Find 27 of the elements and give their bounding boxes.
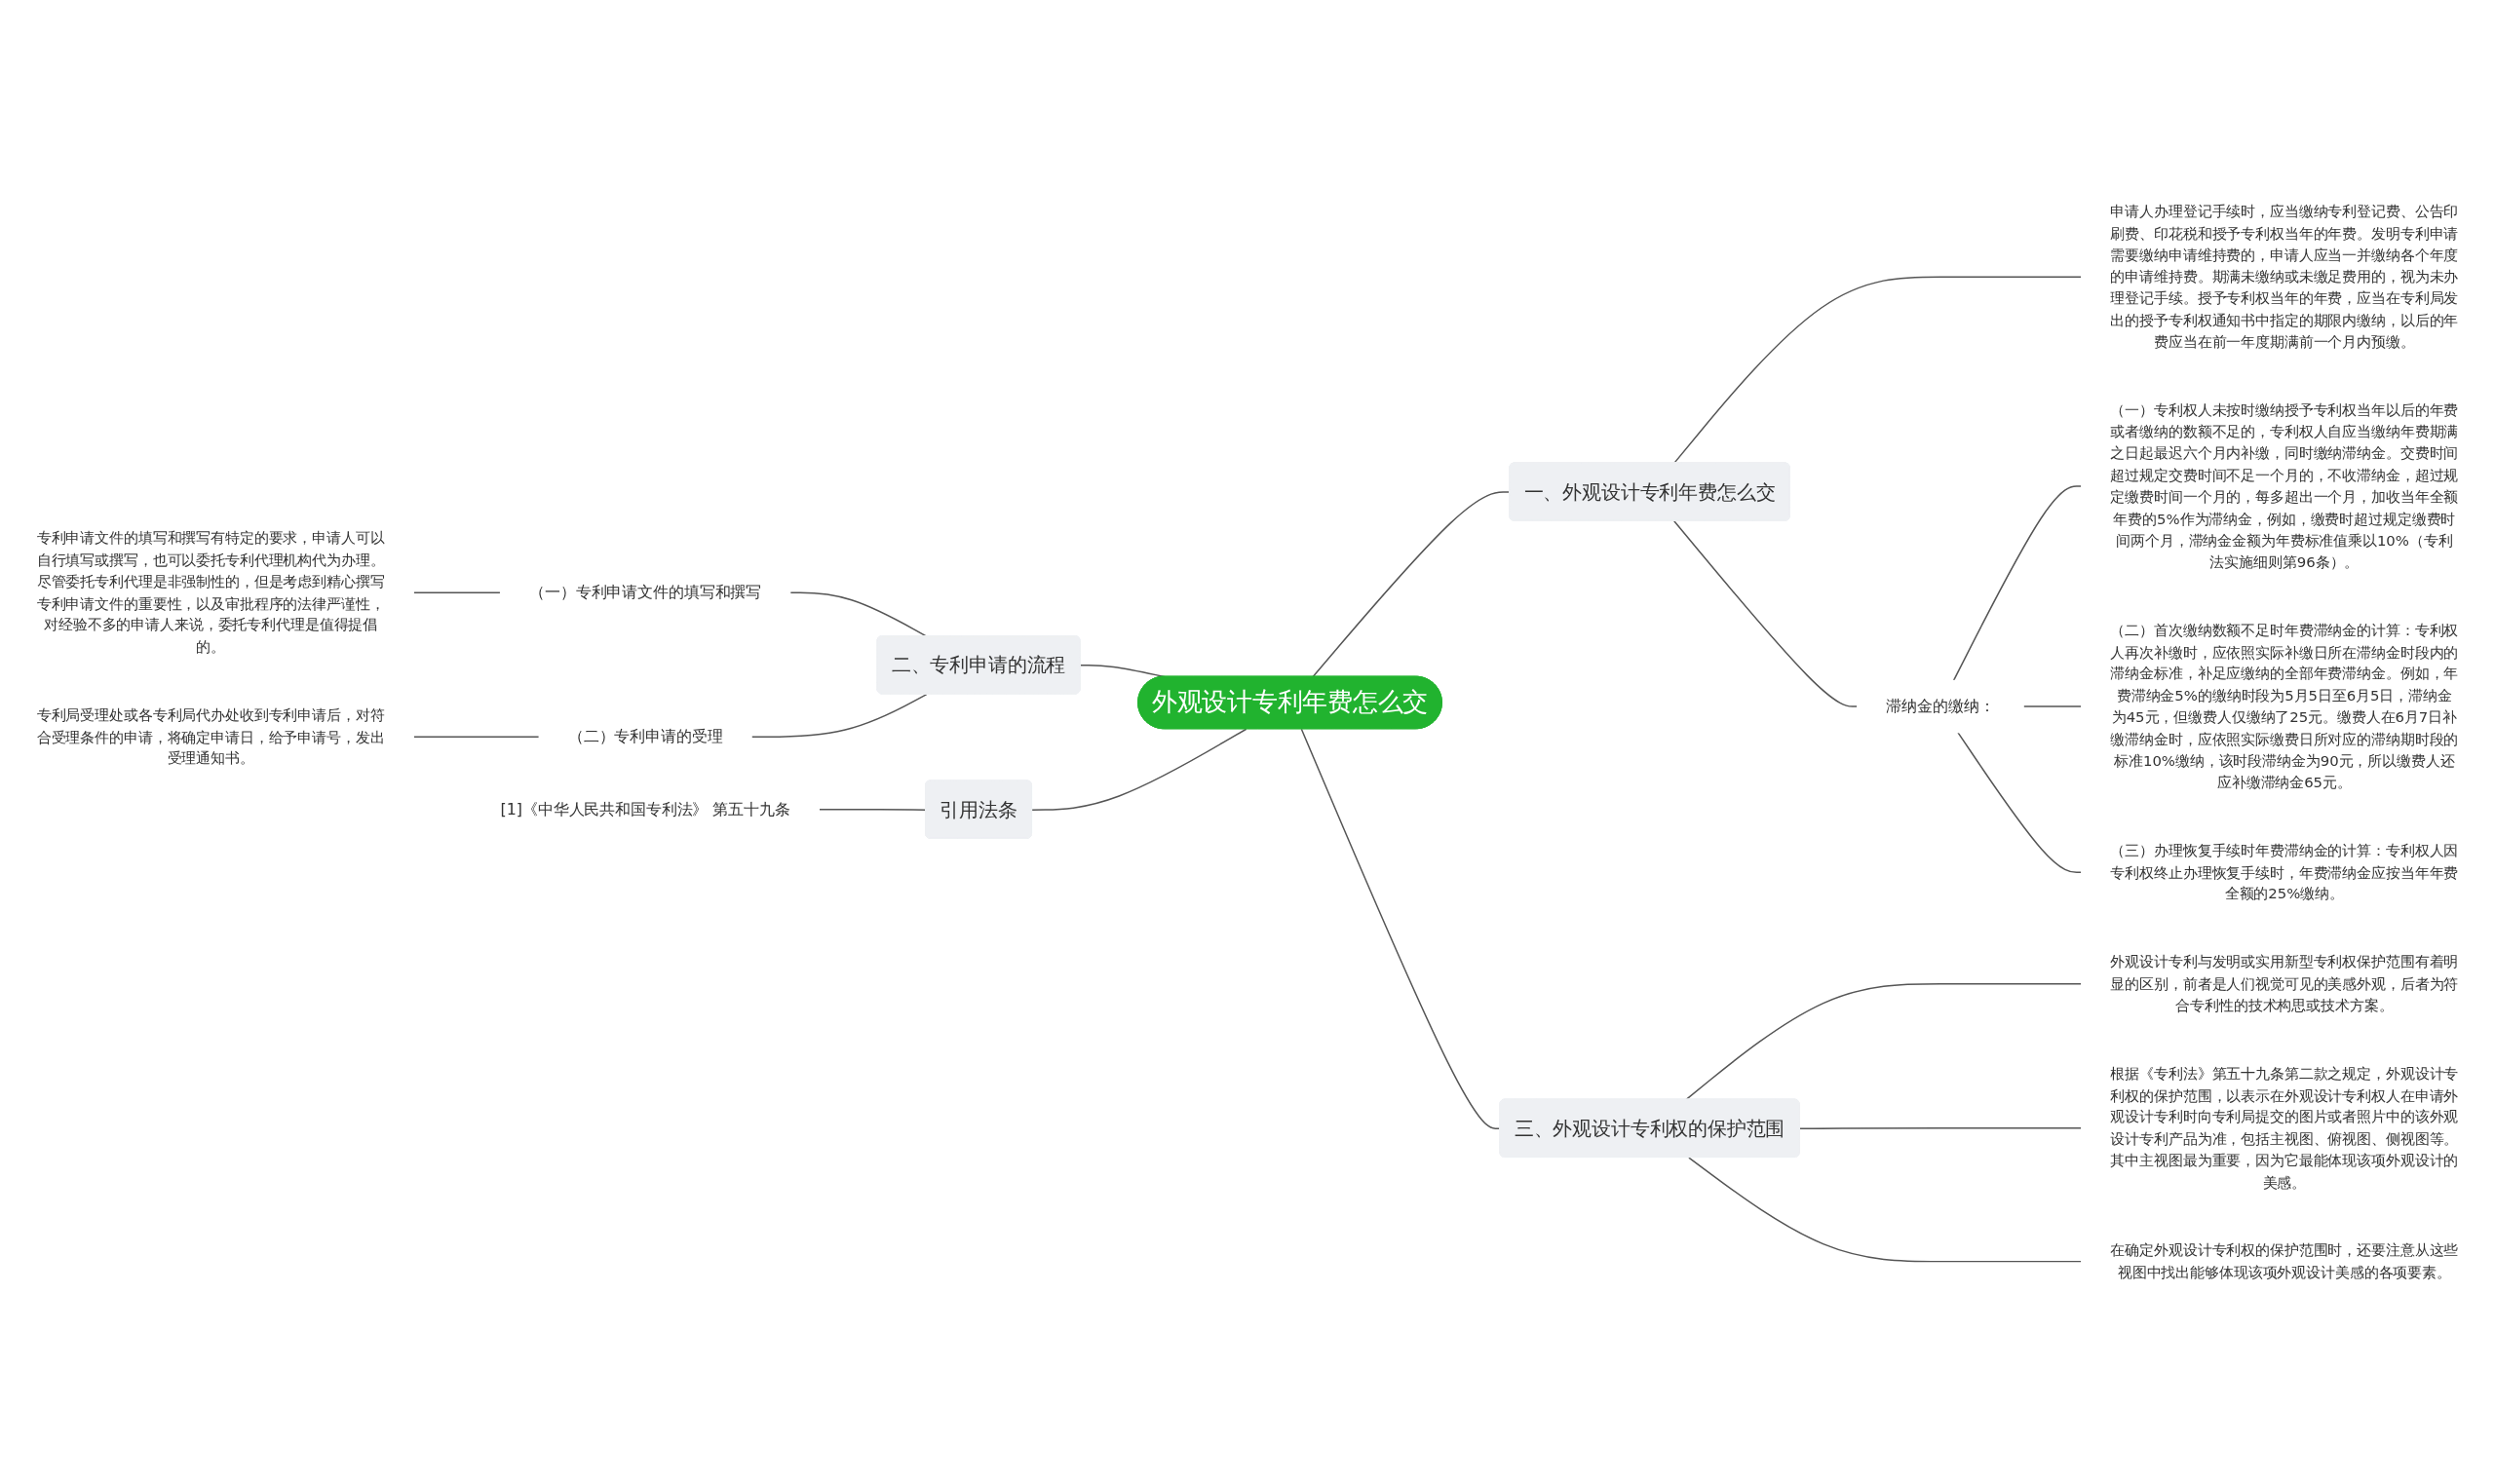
- node-text: 在确定外观设计专利权的保护范围时，还要注意从这些视图中找出能够体现该项外观设计美感的各项要素。: [2110, 1241, 2459, 1281]
- node-text: （一）专利申请文件的填写和撰写: [529, 583, 762, 602]
- connector: [1031, 728, 1248, 811]
- connector: [1798, 1127, 2083, 1130]
- node-text: 外观设计专利与发明或实用新型专利权保护范围有着明显的区别，前者是人们视觉可见的美感外观，后者为符合专利性的技术构思或技术方案。: [2110, 953, 2459, 1014]
- connector: [1673, 520, 1859, 707]
- node-text: 专利局受理处或各专利局代办处收到专利申请后，对符合受理条件的申请，将确定申请日，给予申请号，发出受理通知书。: [36, 705, 385, 768]
- node-text: [1]《中华人民共和国专利法》 第五十九条: [500, 799, 790, 818]
- connector: [750, 693, 928, 739]
- connector: [1312, 491, 1511, 678]
- node-text: 专利申请文件的填写和撰写有特定的要求，申请人可以自行填写或撰写，也可以委托专利代理机构代为办理。尽管委托专利代理是非强制性的，但是考虑到精心撰写专利申请文件的重要性，以及审批程序的法律严谨性，对经验不多的申请人来说，委托专利代理是值得提倡的。: [36, 529, 385, 656]
- connector: [818, 808, 927, 811]
- node-text: 申请人办理登记手续时，应当缴纳专利登记费、公告印刷费、印花税和授予专利权当年的年费。发明专利申请需要缴纳申请维持费的，申请人应当一并缴纳各个年度的申请维持费。期满未缴纳或未缴足费用的，视为未办理登记手续。授予专利权当年的年费，应当在专利局发出的授予专利权通知书中指定的期限内缴纳，以后的年费应当在前一年度期满前一个月内预缴。: [2110, 203, 2459, 351]
- node-text: （二）首次缴纳数额不足时年费滞纳金的计算：专利权人再次补缴时，应依照实际补缴日所在滞纳金时段内的滞纳金标准，补足应缴纳的全部年费滞纳金。例如，年费滞纳金5%的缴纳时段为5月5日至6月5日，滞纳金为45元，但缴费人仅缴纳了25元。缴费人在6月7日补缴滞纳金时，应依照实际缴费日所对应的滞纳期时段的标准10%缴纳，该时段滞纳金为90元，所以缴费人还应补缴滞纳金65元。: [2110, 621, 2459, 791]
- connector: [412, 591, 502, 594]
- connector: [1957, 732, 2083, 874]
- connector: [789, 591, 928, 637]
- node-text: （三）办理恢复手续时年费滞纳金的计算：专利权人因专利权终止办理恢复手续时，年费滞纳金应按当年年费全额的25%缴纳。: [2110, 841, 2459, 903]
- node-text: 根据《专利法》第五十九条第二款之规定，外观设计专利权的保护范围，以表示在外观设计专利权人在申请外观设计专利时向专利局提交的图片或者照片中的该外观设计专利产品为准，包括主视图、俯视图、侧视图等。其中主视图最为重要，因为它最能体现该项外观设计的美感。: [2110, 1064, 2459, 1192]
- connector: [1952, 485, 2083, 682]
- node-text: 滞纳金的缴纳：: [1886, 697, 1995, 715]
- connector: [412, 736, 540, 739]
- node-text: （一）专利权人未按时缴纳授予专利权当年以后的年费或者缴纳的数额不足的，专利权人自应当缴纳年费期满之日起最迟六个月内补缴，同时缴纳滞纳金。交费时间超过规定交费时间不足一个月的，不收滞纳金，超过规定缴费时间一个月的，每多超出一个月，加收当年全额年费的5%作为滞纳金，例如，缴费时超过规定缴费时间两个月，滞纳金金额为年费标准值乘以10%（专利法实施细则第96条）。: [2110, 400, 2459, 571]
- connector: [1685, 983, 2083, 1101]
- connector: [1688, 1157, 2083, 1263]
- connector: [2022, 705, 2083, 707]
- node-text: （二）专利申请的受理: [567, 727, 723, 746]
